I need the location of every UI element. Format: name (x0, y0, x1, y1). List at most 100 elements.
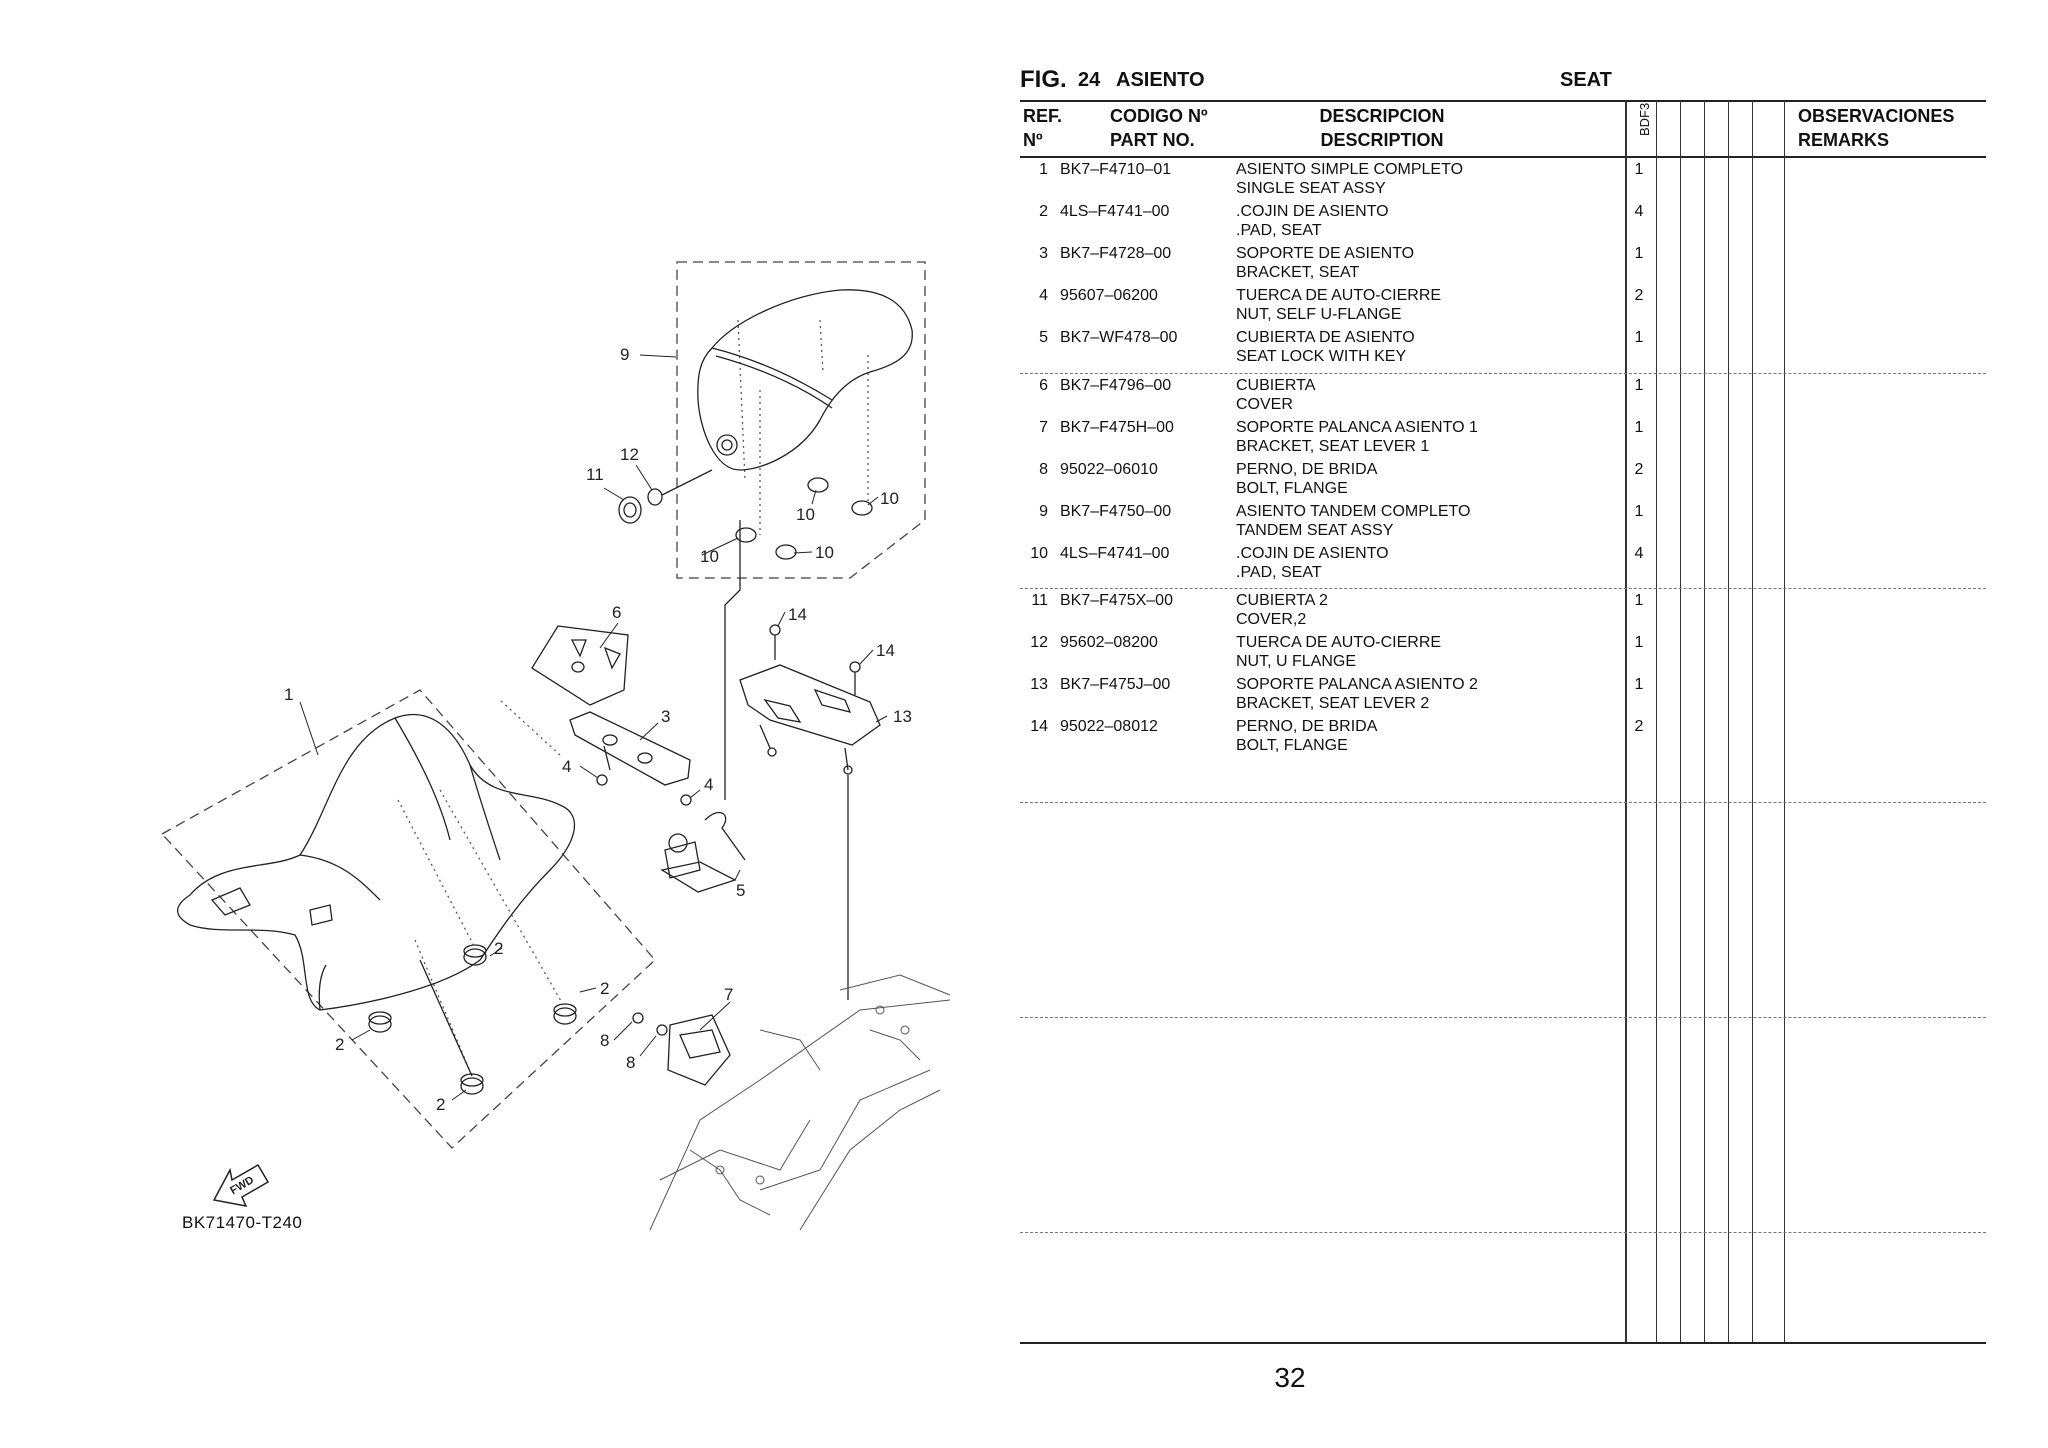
header-description: DESCRIPCION DESCRIPTION (1242, 104, 1522, 152)
callout-leaders (299, 354, 888, 1101)
row-description-es: CUBIERTA (1236, 377, 1316, 394)
svg-text:8: 8 (626, 1053, 635, 1072)
header-remarks-line2: REMARKS (1798, 130, 1890, 150)
row-quantity: 1 (1634, 676, 1644, 693)
column-line (1656, 100, 1657, 1342)
row-part-number: BK7–F475J–00 (1060, 676, 1171, 693)
svg-text:10: 10 (815, 543, 834, 562)
column-line (1728, 100, 1729, 1342)
header-desc-line2: DESCRIPTION (1320, 130, 1444, 150)
row-ref: 13 (1030, 676, 1048, 693)
row-ref: 8 (1039, 461, 1048, 478)
diagram-drawing: 1 2 2 2 2 3 4 4 5 6 7 8 8 9 10 10 10 10 … (160, 261, 951, 1231)
page-number: 32 (1274, 1362, 1306, 1393)
row-part-number: BK7–WF478–00 (1060, 329, 1178, 346)
row-ref: 10 (1030, 545, 1048, 562)
column-line (1784, 100, 1785, 1342)
row-quantity: 2 (1634, 718, 1644, 735)
figure-number: 24 (1078, 69, 1101, 91)
tandem-seat-part (697, 289, 913, 471)
callout-numbers: 1 2 2 2 2 3 4 4 5 6 7 8 8 9 10 10 10 10 … (284, 345, 912, 1114)
header-code-line1: CODIGO Nº (1110, 106, 1208, 126)
row-ref: 9 (1039, 503, 1048, 520)
row-description-en: NUT, SELF U-FLANGE (1236, 306, 1402, 323)
alignment-line (724, 520, 741, 800)
svg-text:11: 11 (586, 465, 604, 484)
flange-bolt-small-parts (632, 1012, 668, 1036)
column-line (1625, 100, 1627, 1342)
row-part-number: BK7–F4750–00 (1060, 503, 1172, 520)
svg-text:10: 10 (796, 505, 815, 524)
row-description-es: .COJIN DE ASIENTO (1236, 545, 1389, 562)
svg-text:7: 7 (724, 985, 733, 1004)
row-quantity: 4 (1634, 545, 1644, 562)
row-part-number: BK7–F4710–01 (1060, 161, 1172, 178)
svg-text:4: 4 (704, 775, 713, 794)
row-description-es: SOPORTE PALANCA ASIENTO 2 (1236, 676, 1478, 693)
seat-group-outline (160, 689, 656, 1149)
header-desc-line1: DESCRIPCION (1319, 106, 1445, 126)
row-quantity: 1 (1634, 419, 1644, 436)
header-code-line2: PART NO. (1110, 130, 1195, 150)
row-description-es: ASIENTO SIMPLE COMPLETO (1236, 161, 1464, 178)
row-ref: 12 (1030, 634, 1048, 651)
header-part-number: CODIGO Nº PART NO. (1110, 104, 1208, 152)
row-ref: 11 (1031, 592, 1048, 609)
row-quantity: 1 (1634, 634, 1644, 651)
row-part-number: 4LS–F4741–00 (1060, 545, 1170, 562)
header-model-column: BDF3 (1637, 102, 1652, 136)
column-line (1752, 100, 1753, 1342)
row-description-en: COVER,2 (1236, 611, 1307, 628)
header-bottom-rule (1020, 156, 1986, 158)
cover-part (531, 625, 629, 706)
svg-text:9: 9 (620, 345, 629, 364)
row-quantity: 2 (1634, 461, 1644, 478)
header-ref: REF. Nº (1023, 104, 1062, 152)
seat-lever-bracket-1-part (667, 1014, 731, 1086)
row-description-es: PERNO, DE BRIDA (1236, 718, 1378, 735)
forward-arrow-icon: FWD (212, 1163, 270, 1208)
row-description-en: BRACKET, SEAT (1236, 264, 1360, 281)
row-description-en: BRACKET, SEAT LEVER 2 (1236, 695, 1430, 712)
row-part-number: BK7–F475H–00 (1060, 419, 1174, 436)
figure-title-en: SEAT (1560, 69, 1612, 91)
svg-text:1: 1 (284, 685, 293, 704)
svg-text:3: 3 (661, 707, 670, 726)
row-part-number: 4LS–F4741–00 (1060, 203, 1170, 220)
row-description-es: SOPORTE DE ASIENTO (1236, 245, 1415, 262)
row-ref: 2 (1039, 203, 1048, 220)
row-quantity: 1 (1634, 592, 1644, 609)
header-remarks: OBSERVACIONES REMARKS (1798, 104, 1954, 152)
svg-text:10: 10 (700, 547, 719, 566)
svg-text:10: 10 (880, 489, 899, 508)
row-ref: 4 (1039, 287, 1048, 304)
svg-text:5: 5 (736, 881, 745, 900)
row-part-number: BK7–F4728–00 (1060, 245, 1172, 262)
svg-text:14: 14 (788, 605, 807, 624)
row-description-es: CUBIERTA DE ASIENTO (1236, 329, 1415, 346)
svg-text:14: 14 (876, 641, 895, 660)
row-ref: 1 (1039, 161, 1048, 178)
seat-pad-parts (368, 944, 577, 1095)
figure-title-es: ASIENTO (1116, 69, 1205, 91)
header-ref-line1: REF. (1023, 106, 1063, 126)
row-description-en: BOLT, FLANGE (1236, 480, 1348, 497)
row-description-en: BRACKET, SEAT LEVER 1 (1236, 438, 1430, 455)
row-quantity: 2 (1634, 287, 1644, 304)
header-ref-line2: Nº (1023, 130, 1043, 150)
row-description-es: SOPORTE PALANCA ASIENTO 1 (1236, 419, 1478, 436)
seat-bracket-part (569, 711, 691, 786)
svg-text:4: 4 (562, 757, 571, 776)
diagram-code: BK71470-T240 (182, 1213, 303, 1232)
row-quantity: 1 (1634, 377, 1644, 394)
row-description-en: COVER (1236, 396, 1293, 413)
self-flange-nut-parts (596, 774, 692, 806)
table-bottom-rule (1020, 1342, 1986, 1344)
row-ref: 3 (1039, 245, 1048, 262)
row-description-es: TUERCA DE AUTO-CIERRE (1236, 634, 1442, 651)
row-ref: 5 (1039, 329, 1048, 346)
row-quantity: 4 (1634, 203, 1644, 220)
svg-text:8: 8 (600, 1031, 609, 1050)
svg-text:2: 2 (494, 939, 503, 958)
row-part-number: 95607–06200 (1060, 287, 1158, 304)
